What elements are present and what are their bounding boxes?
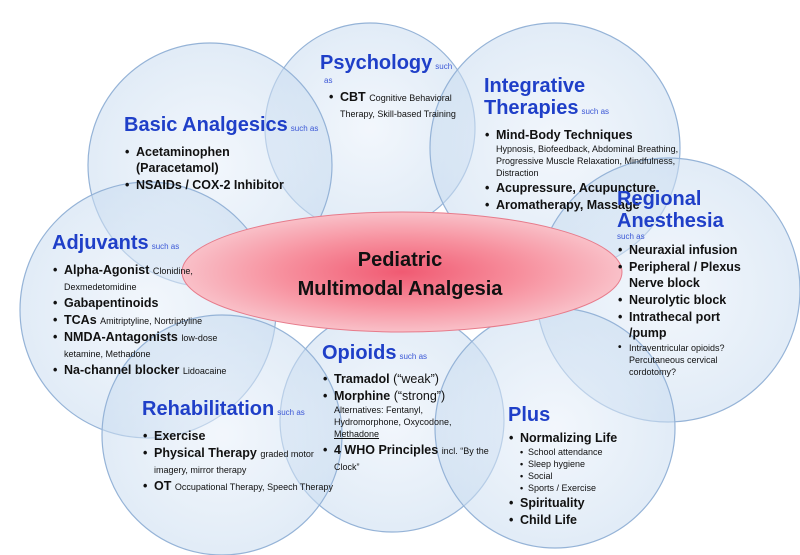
list-item: NSAIDs / COX-2 Inhibitor (125, 177, 324, 193)
list-item: Aromatherapy, Massage (485, 197, 684, 213)
group-regional-anesthesia: Regional Anesthesia such as Neuraxial in… (617, 188, 787, 379)
group-title: Regional (617, 188, 702, 210)
group-title-line2: Anesthesia (617, 210, 724, 232)
list-item: Spirituality (509, 495, 668, 511)
list-item: Gabapentinoids (53, 295, 272, 311)
list-item: Acetaminophen (Paracetamol) (125, 144, 286, 176)
list-item: Intrathecal port /pump (618, 309, 739, 341)
list-item: Normalizing Life School attendance Sleep… (509, 430, 668, 494)
list-item: Tramadol (“weak”) (323, 371, 497, 387)
sub-list-item: Sleep hygiene (520, 458, 668, 470)
list-item: Neuraxial infusion (618, 242, 787, 258)
list-item: OT Occupational Therapy, Speech Therapy (143, 478, 334, 494)
such-as-label: as (324, 76, 333, 85)
center-title-line1: Pediatric (357, 249, 443, 271)
list-item: TCAs Amitriptyline, Nortriptyline (53, 312, 272, 328)
list-item: Physical Therapy graded motor imagery, m… (143, 445, 334, 477)
group-plus: Plus Normalizing Life School attendance … (508, 404, 668, 529)
list-item: Acupressure, Acupuncture (485, 180, 684, 196)
sub-list-item: Social (520, 470, 668, 482)
list-item: 4 WHO Principles incl. “By the Clock” (323, 442, 499, 474)
list-item: NMDA-Antagonists low-dose ketamine, Meth… (53, 329, 254, 361)
list-item: Exercise (143, 428, 342, 444)
list-item: Peripheral / Plexus Nerve block (618, 259, 759, 291)
list-item: Neurolytic block (618, 292, 787, 308)
group-title: Plus (508, 404, 551, 426)
list-item: Alpha-Agonist Clonidine, Dexmedetomidine (53, 262, 234, 294)
such-as-label: such as (617, 232, 645, 241)
sub-list-item: School attendance (520, 446, 668, 458)
center-title-line2: Multimodal Analgesia (297, 278, 503, 300)
sub-list-item: Sports / Exercise (520, 482, 668, 494)
list-item: Morphine (“strong”)Alternatives: Fentany… (323, 388, 497, 441)
list-item: CBT Cognitive Behavioral Therapy, Skill-… (329, 89, 470, 121)
list-item: Na-channel blocker Lidoacaine (53, 362, 272, 378)
list-item: Child Life (509, 512, 668, 528)
list-item-note: Intraventricular opioids? Percutaneous c… (618, 342, 764, 378)
center-label: Pediatric Multimodal Analgesia (210, 246, 590, 304)
group-title: Integrative (484, 75, 586, 97)
